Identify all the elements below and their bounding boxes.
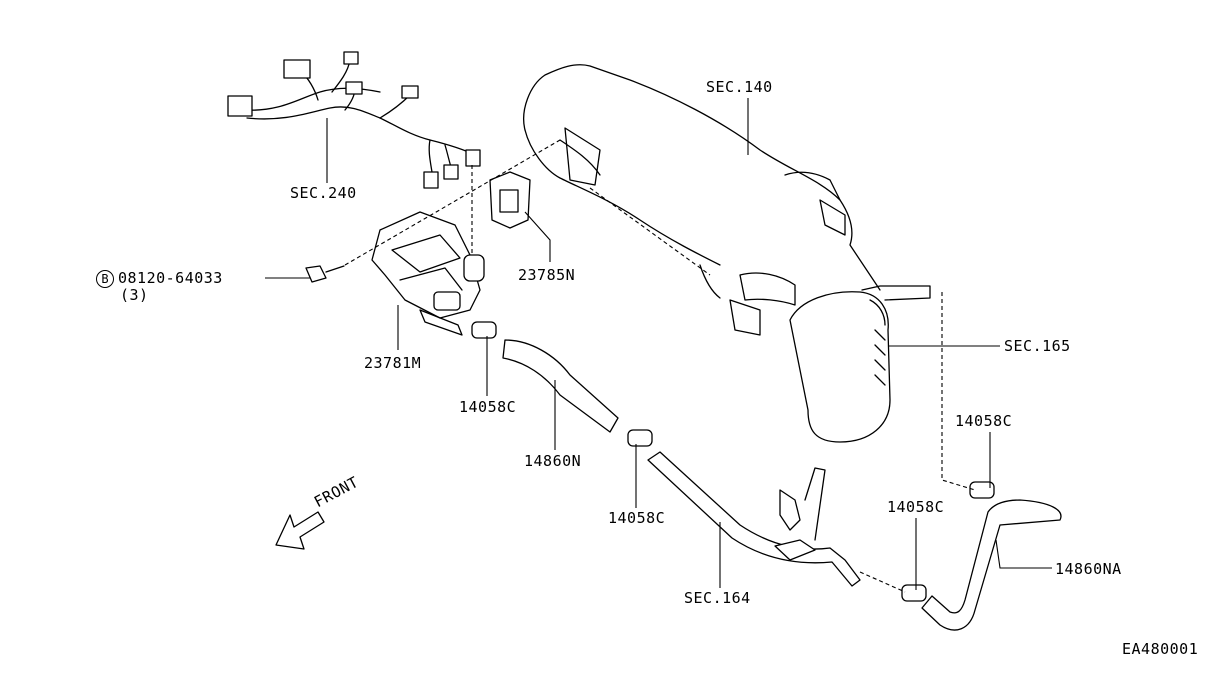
- clamp-2: [627, 429, 653, 447]
- label-clamp-3: 14058C: [955, 412, 1013, 430]
- front-arrow-icon: [275, 511, 325, 550]
- leader-lines: [265, 98, 1052, 590]
- figure-code: EA480001: [1122, 640, 1199, 658]
- gasket-hole: [499, 189, 519, 213]
- label-sec240[interactable]: SEC.240: [290, 184, 357, 202]
- valve-body: [371, 211, 485, 336]
- clamp-4: [901, 584, 927, 602]
- hose-14860na: [921, 499, 1062, 631]
- label-bolt-code: 08120-64033: [118, 269, 223, 287]
- hose-14860n: [502, 339, 619, 433]
- label-bolt-qty: (3): [120, 286, 149, 304]
- label-hose-14860n: 14860N: [524, 452, 582, 470]
- water-pipe: [647, 451, 861, 587]
- clamp-3: [969, 481, 995, 499]
- intake-manifold: [523, 64, 881, 336]
- gasket: [489, 171, 531, 229]
- label-clamp-1: 14058C: [459, 398, 517, 416]
- label-clamp-4: 14058C: [887, 498, 945, 516]
- label-23781m: 23781M: [364, 354, 422, 372]
- bolt: [305, 265, 345, 283]
- label-23785n: 23785N: [518, 266, 576, 284]
- bolt-circle-badge: B: [96, 270, 114, 288]
- assembly-lines: [344, 139, 976, 593]
- wiring-harness: [227, 51, 481, 189]
- label-sec165[interactable]: SEC.165: [1004, 337, 1071, 355]
- label-sec140[interactable]: SEC.140: [706, 78, 773, 96]
- label-sec164[interactable]: SEC.164: [684, 589, 751, 607]
- air-duct: [789, 285, 931, 443]
- clamp-1: [471, 321, 497, 339]
- label-hose-14860na: 14860NA: [1055, 560, 1122, 578]
- label-clamp-2: 14058C: [608, 509, 666, 527]
